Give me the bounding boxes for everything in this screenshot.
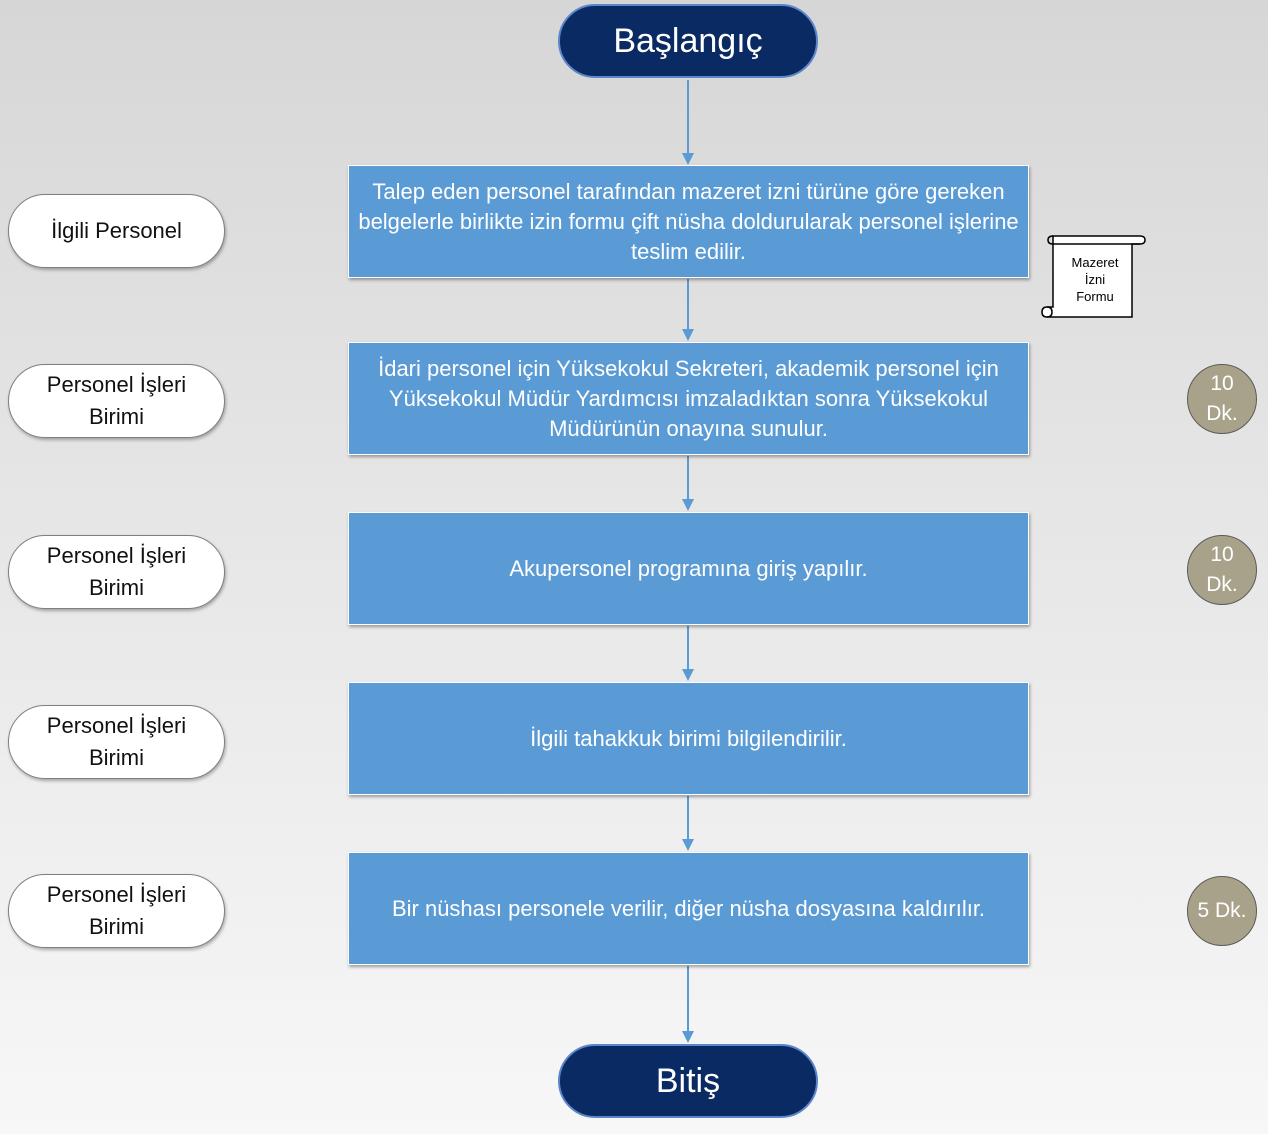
process-step-1: Talep eden personel tarafından mazeret i… [348, 165, 1029, 278]
actor-5: Personel İşleri Birimi [8, 874, 225, 948]
start-label: Başlangıç [613, 21, 763, 60]
document-label-text: Mazeret İzni Formu [1071, 254, 1119, 304]
duration-badge-3: 5 Dk. [1187, 876, 1257, 946]
process-step-4-text: İlgili tahakkuk birimi bilgilendirilir. [530, 725, 847, 751]
actor-2-label: Personel İşleri Birimi [46, 372, 187, 429]
actor-5-label: Personel İşleri Birimi [46, 882, 187, 939]
actor-3: Personel İşleri Birimi [8, 535, 225, 609]
actor-4: Personel İşleri Birimi [8, 705, 225, 779]
start-terminal: Başlangıç [558, 4, 818, 78]
duration-badge-2: 10 Dk. [1187, 535, 1257, 605]
document-scroll-icon [1041, 235, 1146, 318]
duration-badge-2-text: 10 Dk. [1206, 543, 1238, 596]
process-step-3-text: Akupersonel programına giriş yapılır. [509, 555, 868, 581]
end-terminal: Bitiş [558, 1044, 818, 1118]
end-label: Bitiş [655, 1061, 721, 1100]
process-step-3: Akupersonel programına giriş yapılır. [348, 512, 1029, 625]
duration-badge-1-text: 10 Dk. [1206, 372, 1238, 425]
actor-1-label: İlgili Personel [51, 218, 182, 243]
actor-3-label: Personel İşleri Birimi [46, 543, 187, 600]
document-label: Mazeret İzni Formu [1058, 246, 1132, 312]
process-step-5: Bir nüshası personele verilir, diğer nüs… [348, 852, 1029, 965]
process-step-4: İlgili tahakkuk birimi bilgilendirilir. [348, 682, 1029, 795]
duration-badge-3-text: 5 Dk. [1197, 899, 1247, 922]
actor-2: Personel İşleri Birimi [8, 364, 225, 438]
process-step-2-text: İdari personel için Yüksekokul Sekreteri… [378, 355, 999, 441]
duration-badge-1: 10 Dk. [1187, 364, 1257, 434]
actor-1: İlgili Personel [8, 194, 225, 268]
process-step-2: İdari personel için Yüksekokul Sekreteri… [348, 342, 1029, 455]
process-step-1-text: Talep eden personel tarafından mazeret i… [358, 178, 1019, 264]
process-step-5-text: Bir nüshası personele verilir, diğer nüs… [391, 895, 986, 921]
actor-4-label: Personel İşleri Birimi [46, 713, 187, 770]
